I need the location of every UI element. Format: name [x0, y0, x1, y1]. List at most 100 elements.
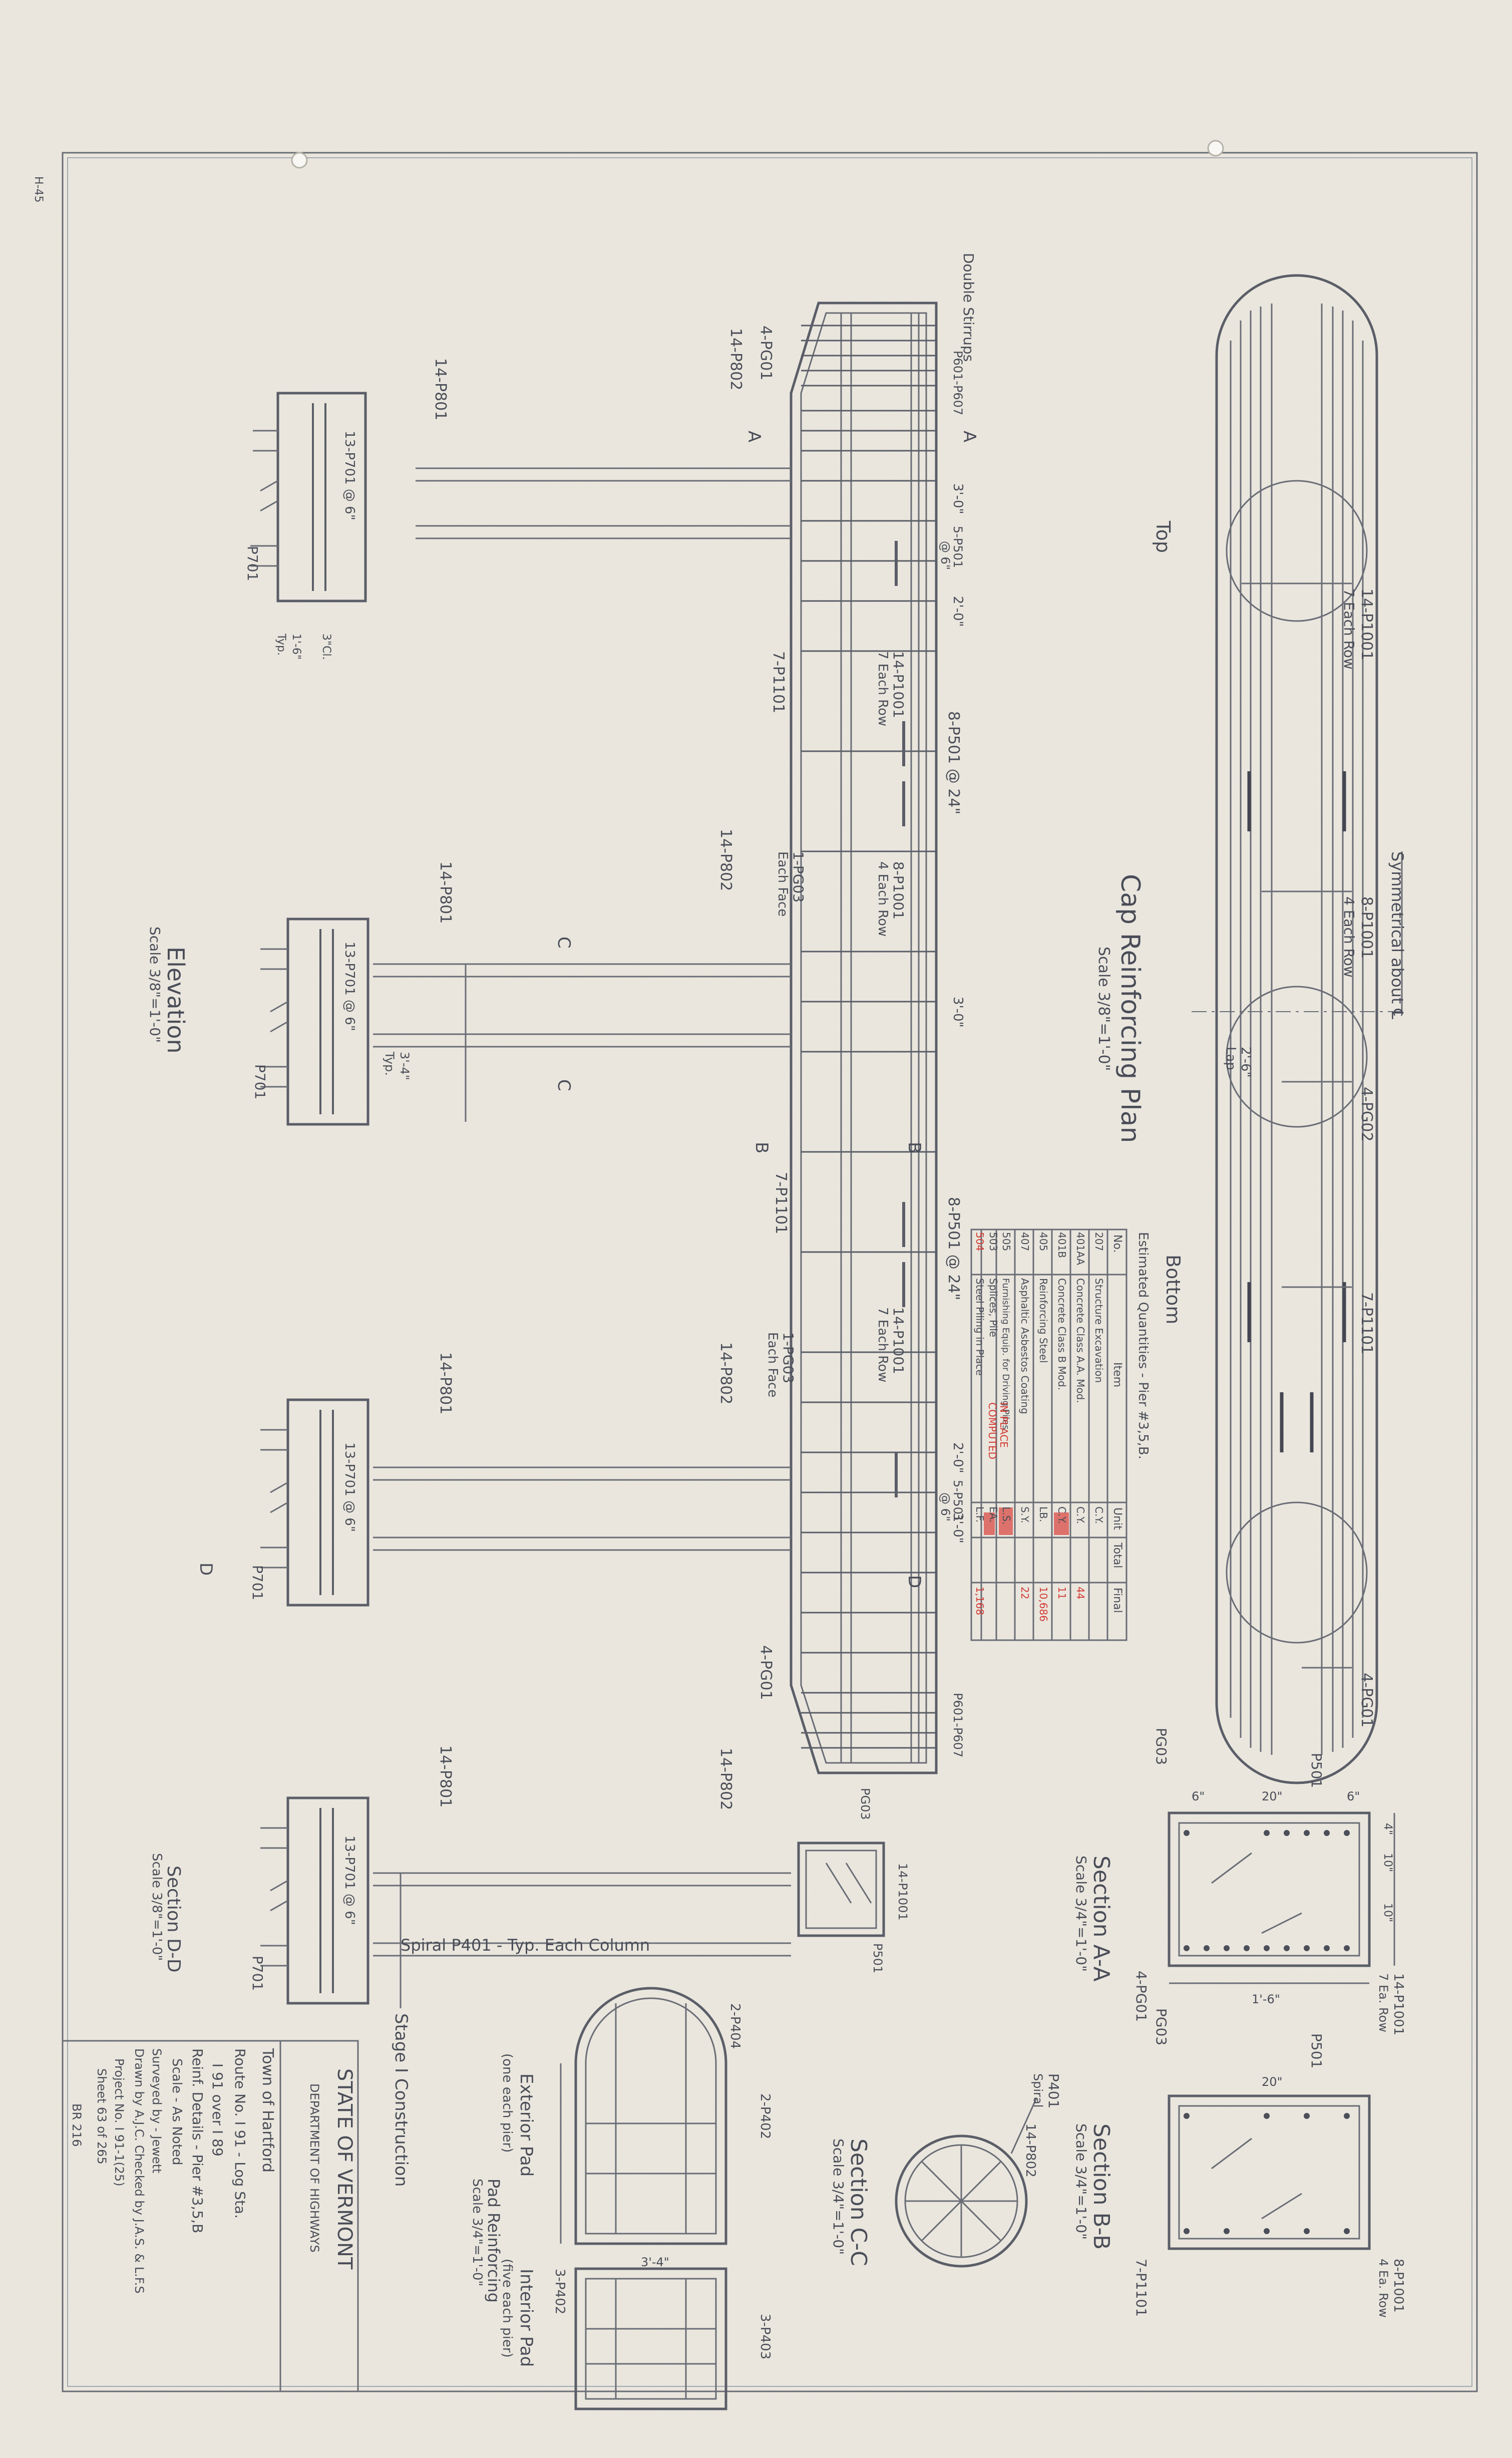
dim-footing-3cl: 3"Cl.	[320, 634, 332, 660]
cell-item: Asphaltic Asbestos Coating	[1019, 1278, 1031, 1414]
cell-no: 503	[987, 1232, 999, 1251]
section-cc-p802: 14-P802	[1023, 2123, 1038, 2178]
quantities-header-item: Item	[1111, 1362, 1123, 1387]
section-cc-title: Section C-C	[846, 2138, 871, 2266]
cell-item: Concrete Class B Mod.	[1056, 1278, 1068, 1390]
mark-pg03-1-face: Each Face	[775, 851, 790, 916]
exterior-pad-title: Exterior Pad	[516, 2073, 536, 2177]
mark-p1101-elev-1: 7-P1101	[770, 651, 787, 713]
mark-p1001-seven-note: 7 Each Row	[1341, 588, 1357, 670]
quantities-header-no: No.	[1111, 1235, 1123, 1253]
cap-plan-scale: Scale 3/8"=1'-0"	[1095, 947, 1112, 1071]
section-cut-d-bottom: D	[196, 1563, 216, 1576]
section-aa-pg03: PG03	[1153, 1728, 1170, 1765]
title-project: Project No. I 91-1(25)	[112, 2058, 126, 2187]
title-route: Route No. I 91 - Log Sta.	[232, 2048, 248, 2219]
dim-3-0-c: 3'-0"	[950, 1512, 965, 1544]
section-bb-p1101: 7-P1101	[1133, 2259, 1150, 2317]
spiral-note: Spiral P401 - Typ. Each Column	[401, 1936, 650, 1955]
mark-p801-4: 14-P801	[437, 1745, 454, 1807]
mark-p601-bottom: P601-P607	[951, 1693, 965, 1757]
quantities-title: Estimated Quantities - Pier #3,5,B.	[1136, 1232, 1151, 1459]
title-drawing-number: BR 216	[70, 2103, 84, 2147]
dim-2-0-b: 2'-0"	[950, 1442, 965, 1473]
mark-p802-2: 14-P802	[717, 829, 734, 891]
section-bb-p501: P501	[1308, 2033, 1325, 2068]
title-department: DEPARTMENT OF HIGHWAYS	[307, 2083, 321, 2253]
cell-unit: L.F.	[974, 1506, 986, 1522]
pad-p403: 3-P403	[758, 2314, 773, 2359]
cell-item: Steel Piling in Place	[974, 1278, 986, 1376]
cell-item: Concrete Class A.A. Mod.	[1074, 1278, 1086, 1403]
section-dd-title: Section D-D	[163, 1866, 184, 1973]
section-bb-pg03: PG03	[1153, 2008, 1170, 2045]
mark-pg01-plan: 4-PG01	[1358, 1673, 1375, 1727]
mark-pg01-elev-top: 4-PG01	[757, 326, 775, 380]
section-aa-dim-4: 4"	[1381, 1823, 1394, 1835]
mark-p501-2: 8-P501 @ 24"	[945, 1197, 962, 1300]
quantities-stamp-in-place: IN PLACE	[998, 1402, 1010, 1448]
cell-unit: C.Y.	[1074, 1506, 1086, 1524]
title-surveyed: Surveyed by - Jewett	[150, 2048, 164, 2174]
section-aa-dim-6-left: 6"	[1192, 1789, 1205, 1803]
mark-pg01-elev-bottom: 4-PG01	[757, 1645, 775, 1700]
dim-column-width: 3'-4"	[398, 1052, 412, 1080]
mark-p1001-elev-2: 8-P1001	[890, 861, 907, 919]
mark-p501-end-1: 5-P501	[951, 526, 965, 568]
section-dd-scale: Scale 3/8"=1'-0"	[149, 1853, 164, 1961]
cell-no: 504	[974, 1232, 986, 1251]
mark-pg03-2: 1-PG03	[780, 1332, 797, 1383]
interior-pad-title: Interior Pad	[516, 2269, 536, 2367]
cell-no: 405	[1037, 1232, 1049, 1251]
title-over: I 91 over I 89	[209, 2063, 226, 2157]
mark-p1001-elev-3: 14-P1001	[890, 1307, 907, 1374]
cap-plan-title: Cap Reinforcing Plan	[1115, 874, 1145, 1143]
mark-p701-1: 13-P701 @ 6"	[342, 431, 357, 520]
section-aa-title: Section A-A	[1088, 1856, 1114, 1982]
mark-p501-spacing-2: @ 6"	[938, 1492, 952, 1521]
mark-p801-1: 14-P801	[432, 358, 449, 420]
section-bb-p1001: 8-P1001	[1391, 2259, 1406, 2313]
mark-p801-3: 14-P801	[437, 1352, 454, 1414]
cell-item: Reinforcing Steel	[1037, 1278, 1049, 1363]
dim-3-0-a: 3'-0"	[950, 483, 965, 514]
cell-unit: EA.	[987, 1506, 999, 1522]
pad-dim: 3'-4"	[641, 2255, 669, 2269]
cell-no: 207	[1093, 1232, 1105, 1251]
title-town: Town of Hartford	[259, 2048, 276, 2173]
punch-hole-right	[1208, 141, 1223, 156]
mark-pg03-1: 1-PG03	[790, 851, 807, 902]
section-bb-dim-20: 20"	[1262, 2075, 1283, 2089]
title-state: STATE OF VERMONT	[333, 2068, 356, 2270]
cell-final: 10,686	[1037, 1587, 1049, 1622]
elevation-scale: Scale 3/8"=1'-0"	[147, 927, 163, 1043]
mark-p601-top: P601-P607	[951, 351, 965, 415]
section-aa-pg01: 4-PG01	[1133, 1971, 1150, 2022]
dim-2-0-a: 2'-0"	[950, 596, 965, 627]
cell-final: 44	[1074, 1587, 1086, 1599]
section-dd-pg03: PG03	[858, 1788, 872, 1820]
section-cc-p401: P401	[1045, 2073, 1062, 2108]
mark-p801-2: 14-P801	[437, 861, 454, 924]
section-cut-c-bottom: C	[554, 1079, 574, 1091]
cell-no: 401B	[1056, 1232, 1068, 1258]
punch-hole-left	[292, 153, 307, 168]
mark-p701-2: 13-P701 @ 6"	[342, 942, 357, 1031]
cell-final: 1,168	[974, 1587, 986, 1615]
cell-final: 22	[1019, 1587, 1031, 1599]
mark-p1101-elev-2: 7-P1101	[772, 1172, 790, 1234]
exterior-pad-note: (one each pier)	[500, 2053, 515, 2153]
section-aa-dim-20: 20"	[1262, 1789, 1283, 1803]
corner-stamp: H-45	[32, 176, 45, 202]
section-aa-dim-6-right: 6"	[1347, 1789, 1360, 1803]
section-cut-a-bottom: A	[744, 431, 764, 442]
mark-pg02: 4-PG02	[1358, 1087, 1375, 1141]
section-aa-scale: Scale 3/4"=1'-0"	[1073, 1856, 1089, 1972]
cell-item: Structure Excavation	[1093, 1278, 1105, 1383]
title-sheet: Sheet 63 of 265	[95, 2068, 109, 2165]
cell-no: 407	[1019, 1232, 1031, 1251]
mark-p1001-elev-1-note: 7 Each Row	[875, 651, 890, 726]
mark-p802-4: 14-P802	[717, 1748, 734, 1810]
section-cc-spiral: Spiral	[1031, 2073, 1045, 2107]
cell-unit: C.Y.	[1093, 1506, 1105, 1524]
